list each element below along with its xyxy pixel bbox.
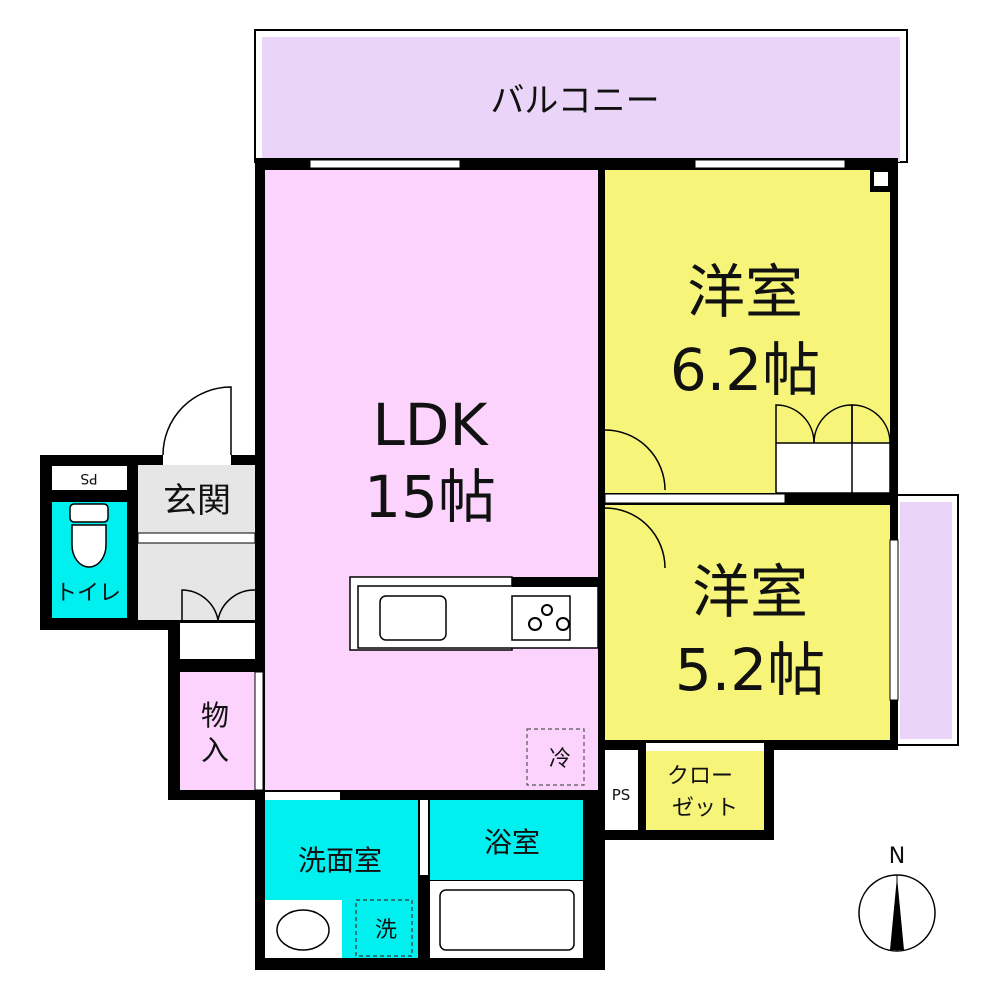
room-bedroom-1: 洋室 6.2帖	[604, 170, 892, 494]
room-toilet: PS トイレ	[52, 466, 127, 618]
bedroom-2-size: 5.2帖	[675, 636, 825, 704]
shoe-box	[180, 623, 255, 659]
entrance-label: 玄関	[163, 481, 231, 521]
basin-icon	[276, 909, 330, 951]
closet-label-top: クロー	[667, 764, 733, 789]
front-door	[162, 386, 232, 456]
washer-label: 洗	[375, 918, 397, 943]
storage-label-bottom: 入	[201, 734, 229, 767]
closet-label-bottom: ゼット	[672, 796, 738, 821]
washroom-label: 洗面室	[298, 844, 382, 877]
closet-bedroom-1	[775, 404, 891, 494]
fridge-space: 冷	[526, 728, 585, 786]
sliding-door	[604, 493, 786, 504]
room-bedroom-2: 洋室 5.2帖	[604, 505, 899, 740]
room-entrance: 玄関	[137, 386, 256, 659]
kitchen-counter	[349, 576, 599, 651]
ps-right-label: PS	[612, 786, 631, 804]
window	[309, 159, 461, 169]
room-washroom: 洗面室 洗	[265, 792, 418, 958]
room-ldk: LDK 15帖 冷	[265, 170, 599, 790]
fridge-label: 冷	[549, 747, 571, 772]
balcony-label: バルコニー	[490, 81, 659, 121]
toilet-label: トイレ	[55, 581, 121, 606]
sink-icon	[379, 595, 447, 641]
side-balcony	[892, 494, 959, 746]
room-closet: クロー ゼット	[646, 743, 764, 830]
compass-label: N	[889, 844, 905, 869]
toilet-icon	[69, 503, 109, 523]
room-storage: 物 入	[180, 671, 264, 791]
compass: N	[858, 844, 936, 952]
bedroom-1-name: 洋室	[687, 258, 803, 326]
bedroom-2-name: 洋室	[692, 558, 808, 626]
door-swing	[604, 429, 666, 491]
ps-left-label: PS	[80, 470, 97, 486]
window	[694, 159, 846, 169]
ldk-name: LDK	[372, 391, 489, 459]
bathroom-label: 浴室	[484, 826, 540, 859]
room-bathroom: 浴室	[420, 800, 583, 958]
ldk-size: 15帖	[364, 463, 496, 531]
room-ps-right: PS	[605, 750, 638, 830]
washer-space	[355, 899, 413, 957]
bathtub-icon	[439, 889, 575, 951]
storage-label-top: 物	[201, 699, 229, 732]
north-arrow-icon	[890, 877, 904, 950]
bedroom-1-size: 6.2帖	[670, 336, 820, 404]
balcony: バルコニー	[254, 29, 908, 163]
